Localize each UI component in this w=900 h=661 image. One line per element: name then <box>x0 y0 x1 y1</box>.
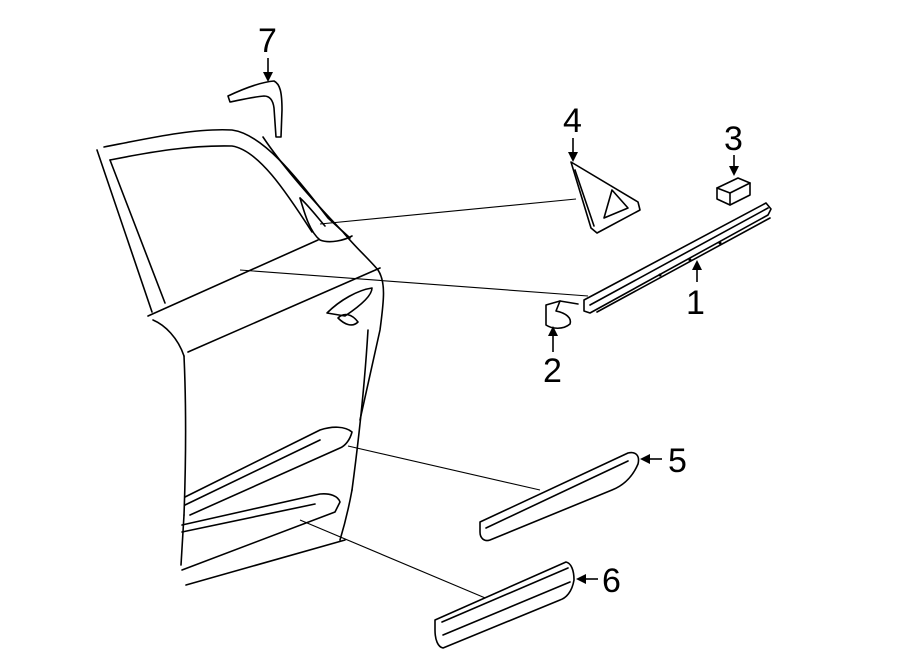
leader-lines <box>239 198 589 601</box>
callout-arrows <box>263 58 739 584</box>
callout-2: 2 <box>543 352 562 390</box>
callout-3: 3 <box>724 120 743 158</box>
part-2-bracket <box>545 300 579 330</box>
part-1-belt-molding <box>583 202 772 314</box>
callout-labels: 7 4 3 1 2 5 6 <box>258 22 743 600</box>
part-7-corner-trim <box>227 80 283 138</box>
part-6-lower-molding <box>434 561 575 649</box>
part-4-mirror-trim <box>570 161 641 234</box>
callout-1: 1 <box>686 284 705 322</box>
door-illustration <box>96 128 385 586</box>
part-5-side-molding <box>479 451 640 542</box>
part-3-clip <box>716 177 751 206</box>
callout-4: 4 <box>563 102 582 140</box>
callout-7: 7 <box>258 22 277 60</box>
callout-5: 5 <box>668 442 687 480</box>
callout-6: 6 <box>602 562 621 600</box>
